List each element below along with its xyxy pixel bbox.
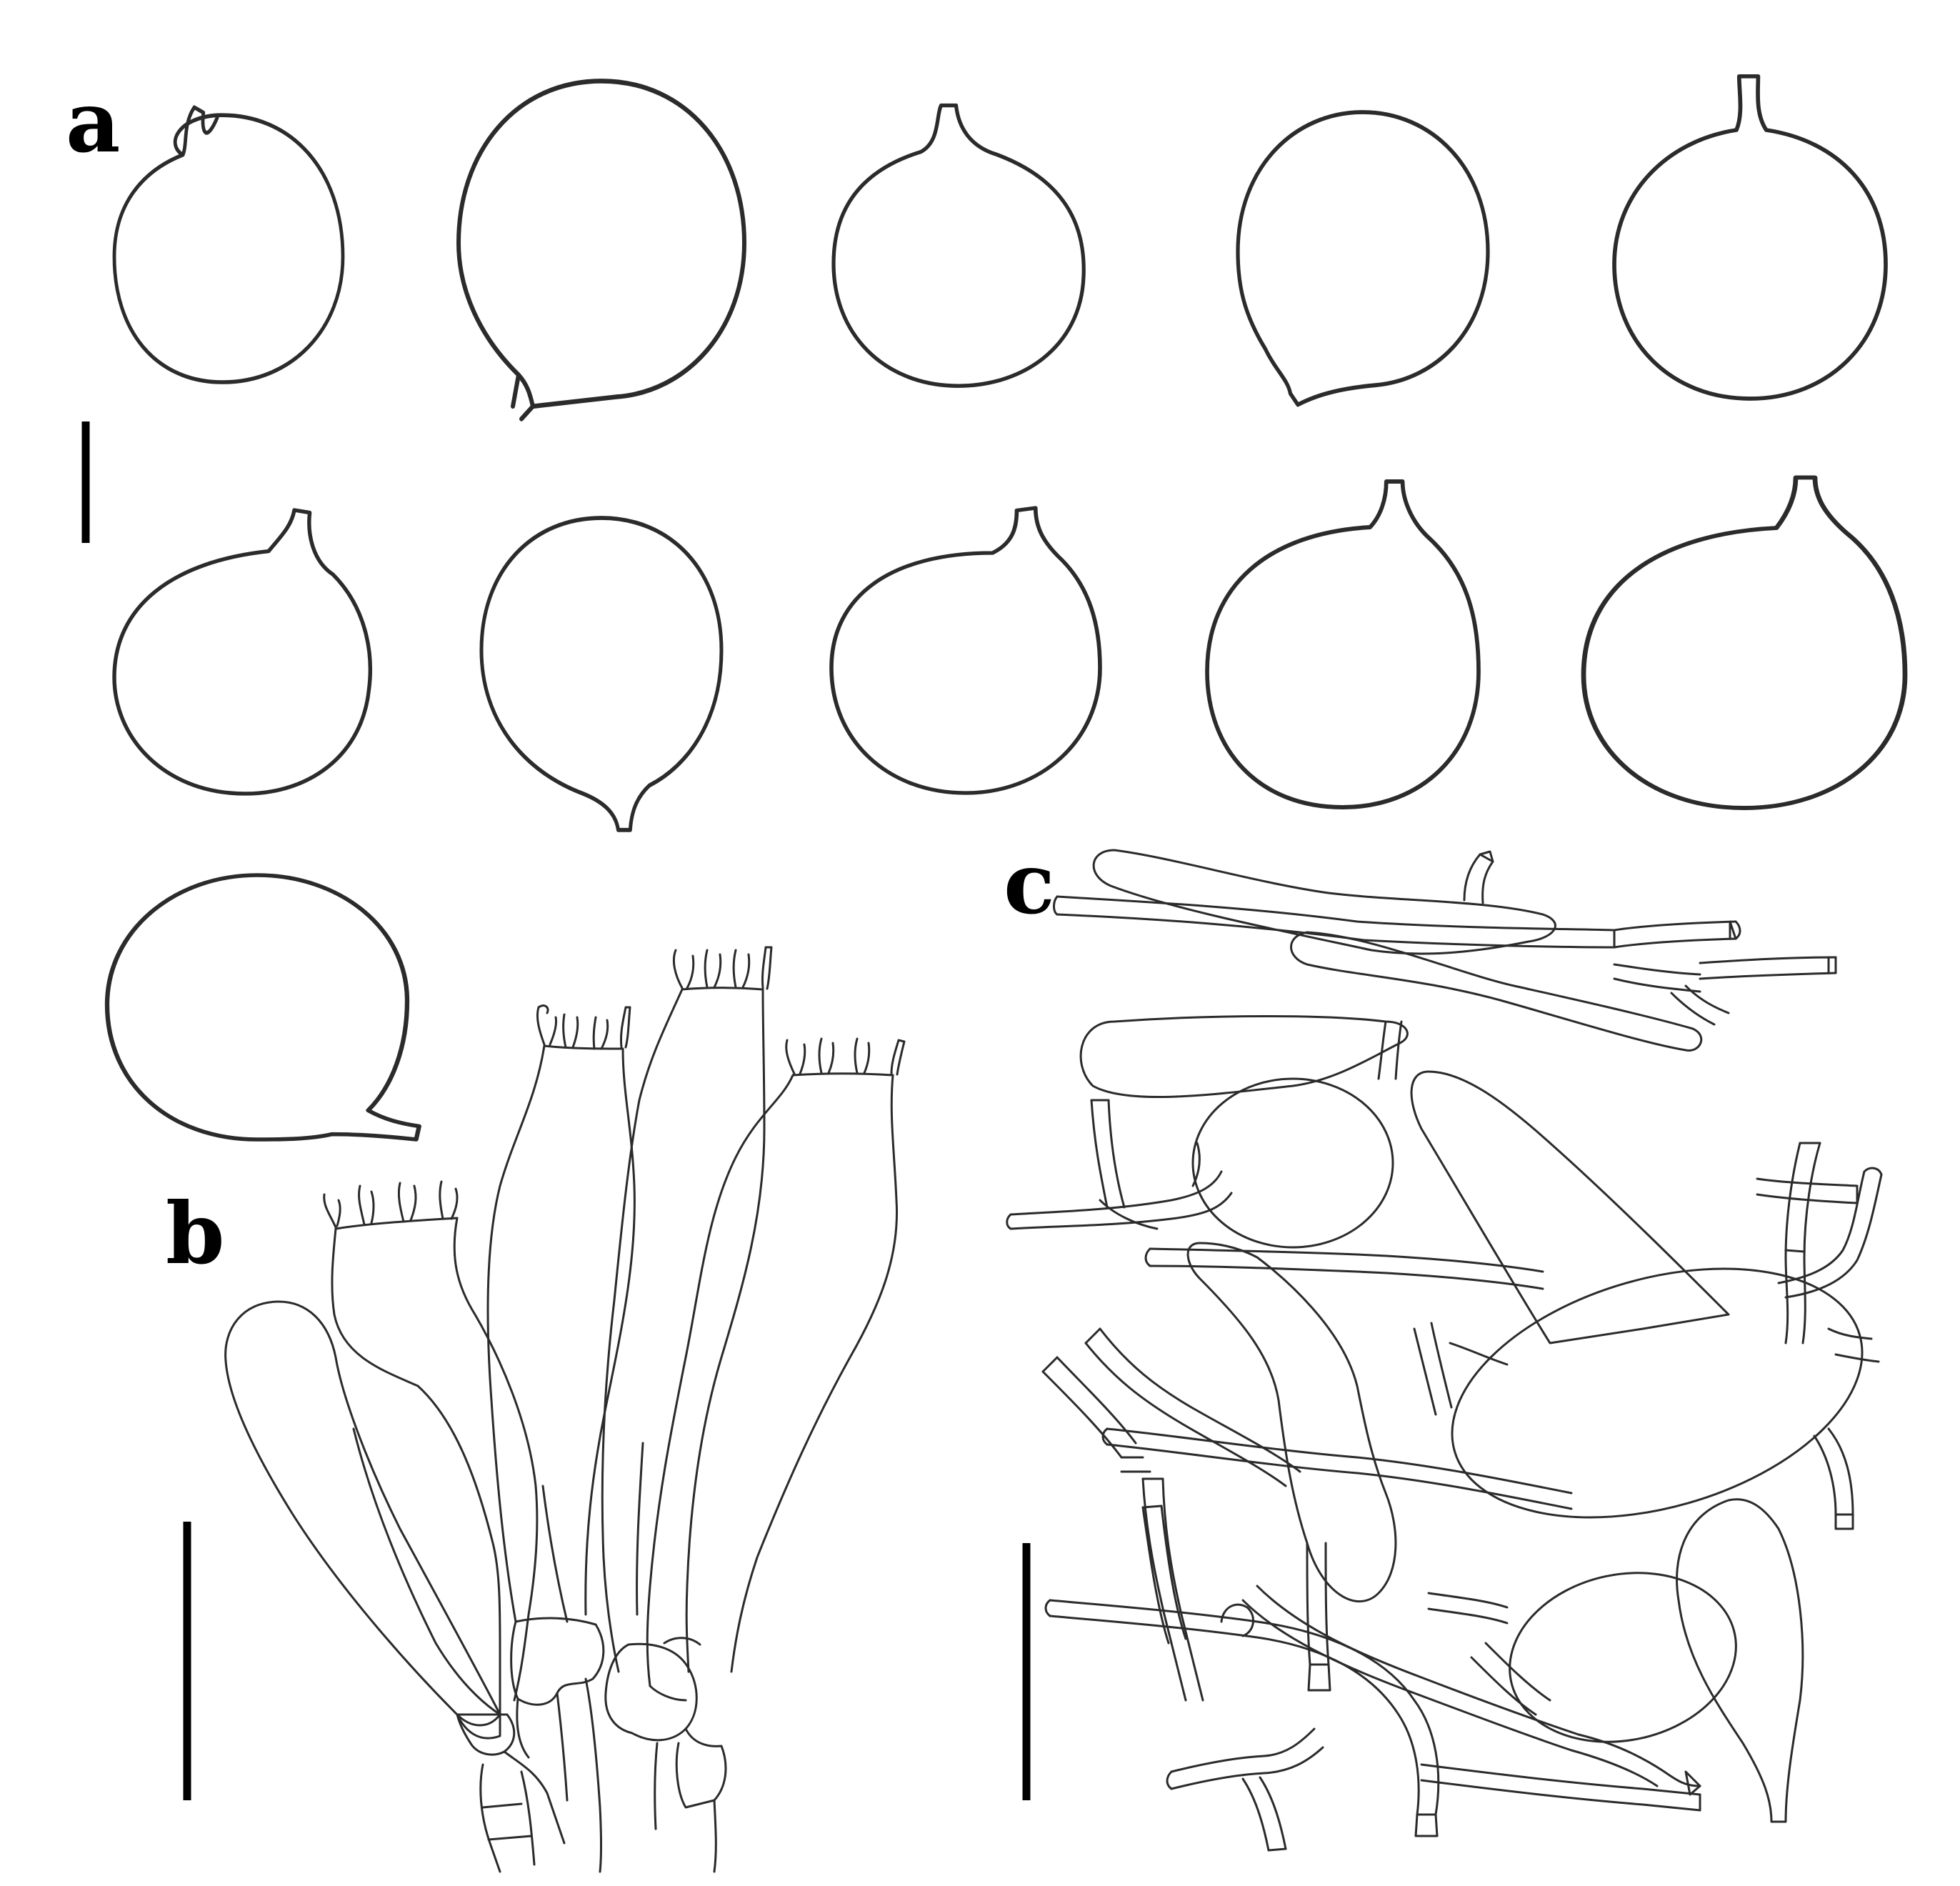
spore — [1205, 479, 1481, 809]
spore — [112, 105, 345, 384]
basidium — [601, 946, 773, 1673]
inflated-cell — [1186, 1242, 1397, 1602]
inflated-cell — [1509, 1572, 1737, 1743]
inflated-cell — [1676, 1498, 1804, 1823]
panel-b-basidia — [183, 946, 906, 1873]
basidium — [323, 1180, 539, 1716]
basidium — [646, 1037, 906, 1687]
basidiole — [224, 1300, 501, 1740]
spore — [479, 516, 724, 832]
panel-label-c: c — [1004, 834, 1055, 933]
panel-a-spores — [81, 74, 1908, 1142]
inflated-cell — [1290, 931, 1703, 1052]
inflated-cell — [1410, 1070, 1730, 1344]
inflated-cell — [1191, 1077, 1394, 1249]
panel-c-pileipellis — [1006, 849, 1883, 1852]
subhymenial-cells — [456, 1617, 727, 1873]
hyphae — [1006, 850, 1883, 1852]
inflated-cell — [1451, 1267, 1864, 1519]
panel-label-a: a — [66, 72, 121, 171]
basidium — [486, 1004, 636, 1623]
panel-label-b: b — [166, 1184, 225, 1283]
spore — [112, 508, 372, 796]
spore — [831, 103, 1086, 388]
spore — [456, 79, 746, 421]
spore — [829, 506, 1102, 795]
inflated-cell — [1079, 1015, 1409, 1099]
spore — [1581, 475, 1908, 810]
spore — [104, 873, 421, 1142]
spore — [1612, 74, 1888, 401]
spore — [1236, 110, 1490, 407]
inflated-cell — [1092, 849, 1556, 955]
